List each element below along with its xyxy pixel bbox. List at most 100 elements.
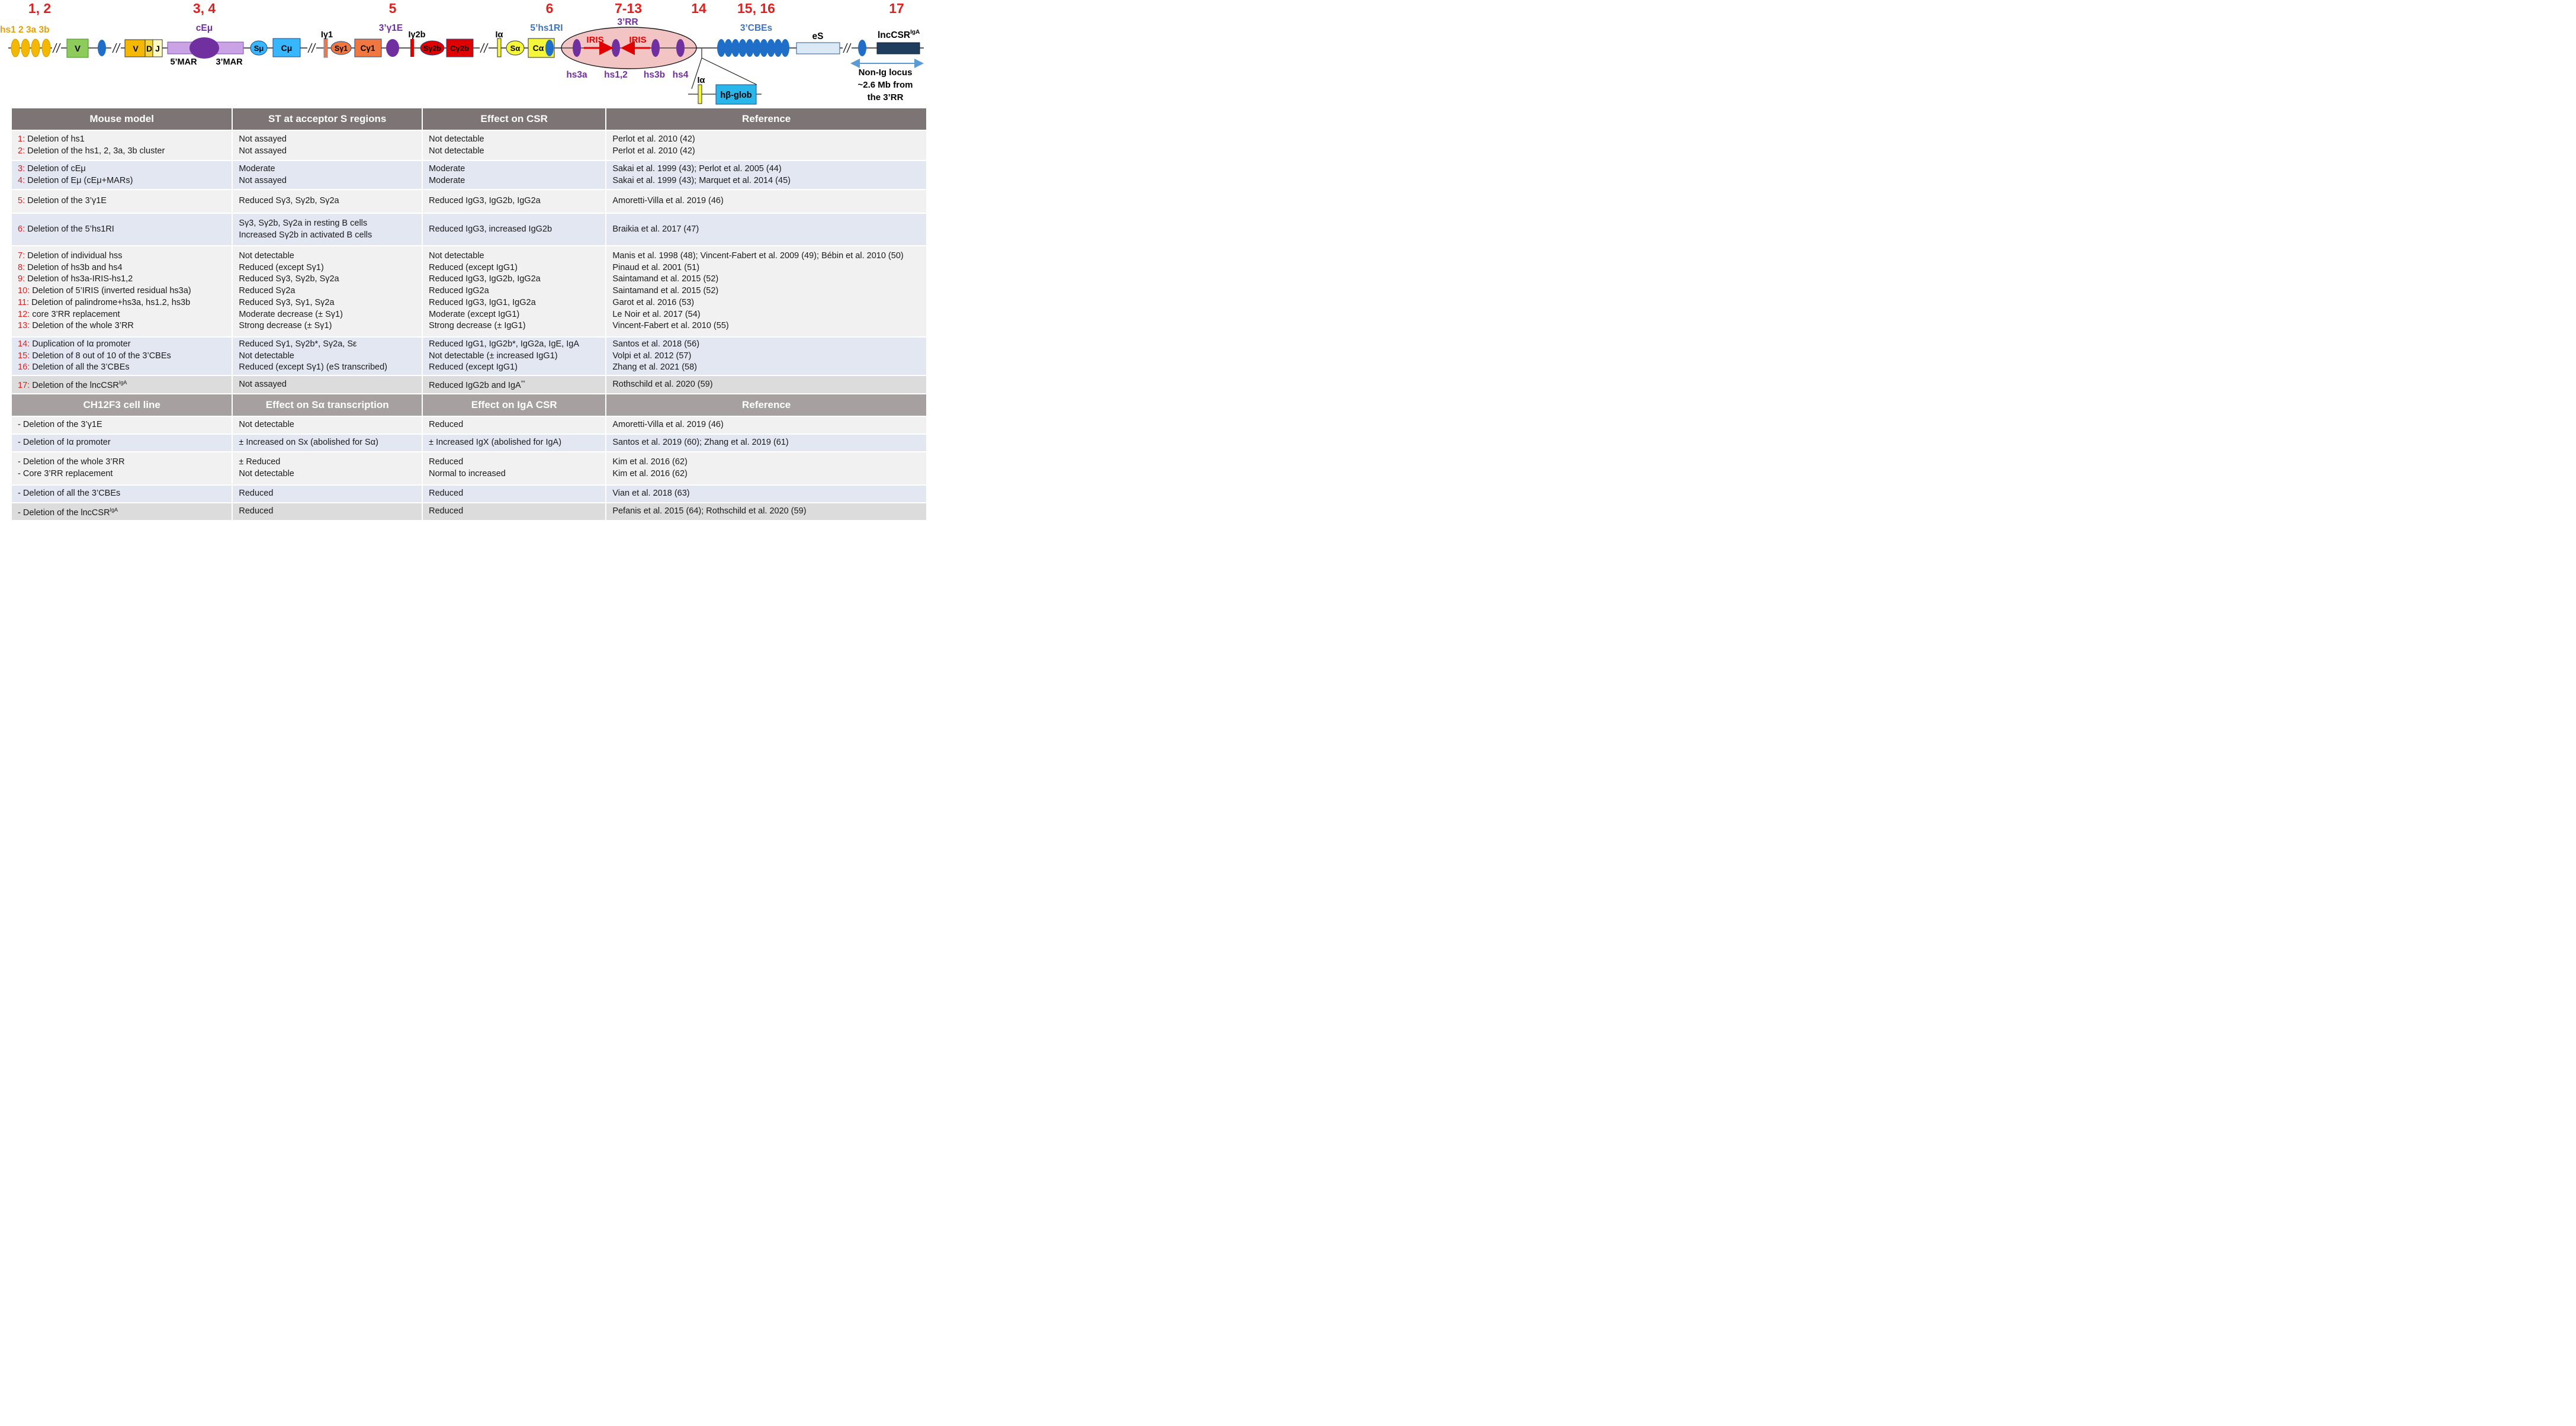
cell-line: 17: Deletion of the lncCSRIgA (18, 377, 226, 392)
cell-text: Not detectable (429, 134, 484, 144)
cell-line: Not detectable (239, 468, 416, 480)
cgamma2b-label: Cγ2b (450, 44, 469, 53)
cell-line: Not detectable (± increased IgG1) (429, 351, 599, 362)
cell-text: Moderate (239, 163, 275, 174)
model-number: 2: (18, 146, 25, 156)
cell-line: Rothschild et al. 2020 (59) (612, 379, 920, 391)
cell-line: Perlot et al. 2010 (42) (612, 146, 920, 158)
cell-csr: Reduced IgG3, IgG2b, IgG2a (423, 190, 606, 213)
model-number: 6: (18, 224, 25, 234)
cell-line: Le Noir et al. 2017 (54) (612, 309, 920, 321)
cell-line: Strong decrease (± Sγ1) (239, 320, 416, 332)
blue-element (98, 40, 106, 56)
cell-text: Deletion of individual hss (27, 250, 123, 261)
cell-line: Reduced (429, 457, 599, 468)
cell-model: - Deletion of the lncCSRIgA (12, 503, 232, 520)
cell-csr: Reduced IgG2b and IgA** (423, 376, 606, 393)
cell-text: Reduced IgG3, IgG2b, IgG2a (429, 196, 541, 206)
cell-text: Le Noir et al. 2017 (54) (612, 309, 701, 319)
cell-text: Reduced IgG2a (429, 286, 489, 296)
header-cell-line: CH12F3 cell line (12, 394, 232, 416)
nonig-line3: the 3’RR (868, 92, 904, 102)
cell-line: Sγ3, Sγ2b, Sγ2a in resting B cells (239, 218, 416, 230)
cell-line: Braikia et al. 2017 (47) (612, 224, 920, 236)
cell-text: Saintamand et al. 2015 (52) (612, 286, 719, 296)
cell-line: Garot et al. 2016 (53) (612, 297, 920, 309)
cell-line: Reduced (429, 419, 599, 431)
cell-line: Moderate (429, 163, 599, 175)
hbglob-label: hβ-glob (720, 91, 751, 100)
blue-element-2 (858, 40, 866, 56)
cell-ref: Pefanis et al. 2015 (64); Rothschild et … (606, 503, 926, 520)
lnccsr-label: lncCSRIgA (878, 29, 920, 40)
csr-table: Mouse model ST at acceptor S regions Eff… (11, 107, 927, 521)
cell-line: Reduced IgG1, IgG2b*, IgG2a, IgE, IgA (429, 339, 599, 351)
vdj-j (152, 39, 163, 57)
cbes-label: 3’CBEs (740, 23, 772, 33)
cell-line: Reduced (429, 506, 599, 518)
cell-line: Reduced IgG2b and IgA** (429, 377, 599, 392)
cell-line: Saintamand et al. 2015 (52) (612, 274, 920, 285)
rr3-hs-elements (573, 39, 685, 57)
model-number: 16: (18, 362, 30, 372)
sgamma2b-label: Sγ2b (423, 44, 441, 53)
igamma2b-label: Iγ2b (408, 30, 425, 40)
cell-text: Perlot et al. 2010 (42) (612, 146, 695, 156)
hs1ri-element (545, 40, 554, 56)
cell-text: Reduced (except Sγ1) (eS transcribed) (239, 362, 387, 372)
nonig-line1: Non-Ig locus (859, 68, 913, 78)
cell-text: Reduced (239, 489, 274, 499)
mar5-label: 5’MAR (170, 57, 197, 67)
cell-line: Reduced (429, 488, 599, 500)
cell-text: Reduced (429, 489, 464, 499)
cell-line: Reduced Sγ3, Sγ1, Sγ2a (239, 297, 416, 309)
cell-text: Reduced IgG1, IgG2b*, IgG2a, IgE, IgA (429, 339, 579, 349)
table-row: 6: Deletion of the 5’hs1RI Sγ3, Sγ2b, Sγ2… (12, 214, 926, 245)
vdj-v (124, 39, 146, 57)
superscript: ** (521, 380, 525, 386)
cell-text: Amoretti-Villa et al. 2019 (46) (612, 420, 724, 430)
cell-text: Not detectable (239, 351, 294, 361)
cell-text: Not assayed (239, 134, 287, 144)
cemu-enhancer (189, 37, 219, 59)
cell-text: Garot et al. 2016 (53) (612, 297, 695, 307)
smu-region (250, 40, 268, 56)
cgamma2b-gene (446, 38, 474, 57)
cell-line: 6: Deletion of the 5’hs1RI (18, 224, 226, 236)
cmu-label: Cμ (281, 43, 293, 53)
cell-line: Reduced (239, 488, 416, 500)
cell-line: Pefanis et al. 2015 (64); Rothschild et … (612, 506, 920, 518)
cell-line: ± Reduced (239, 457, 416, 468)
header-salpha-transcription: Effect on Sα transcription (233, 394, 422, 416)
igamma1-label: Iγ1 (321, 30, 333, 40)
cell-text: Santos et al. 2018 (56) (612, 339, 700, 349)
cell-text: Increased Sγ2b in activated B cells (239, 230, 372, 240)
cell-line: - Deletion of all the 3’CBEs (18, 488, 226, 500)
cell-line: Moderate (429, 175, 599, 187)
cell-text: Reduced (429, 420, 464, 430)
cell-text: Santos et al. 2019 (60); Zhang et al. 20… (612, 438, 789, 448)
cell-text: ± Increased on Sx (abolished for Sα) (239, 438, 378, 448)
model-number: 8: (18, 262, 25, 272)
cell-model: - Deletion of the whole 3’RR- Core 3’RR … (12, 452, 232, 484)
cell-text: Kim et al. 2016 (62) (612, 469, 688, 478)
cell-csr: ± Increased IgX (abolished for IgA) (423, 435, 606, 451)
cell-line: 13: Deletion of the whole 3’RR (18, 320, 226, 332)
cell-line: ± Increased IgX (abolished for IgA) (429, 437, 599, 449)
model-number: 5: (18, 196, 25, 206)
cell-text: Reduced Sγ3, Sγ1, Sγ2a (239, 297, 335, 307)
cell-line: Not assayed (239, 134, 416, 146)
sgamma2b-region (420, 40, 445, 56)
header-reference-2: Reference (606, 394, 926, 416)
